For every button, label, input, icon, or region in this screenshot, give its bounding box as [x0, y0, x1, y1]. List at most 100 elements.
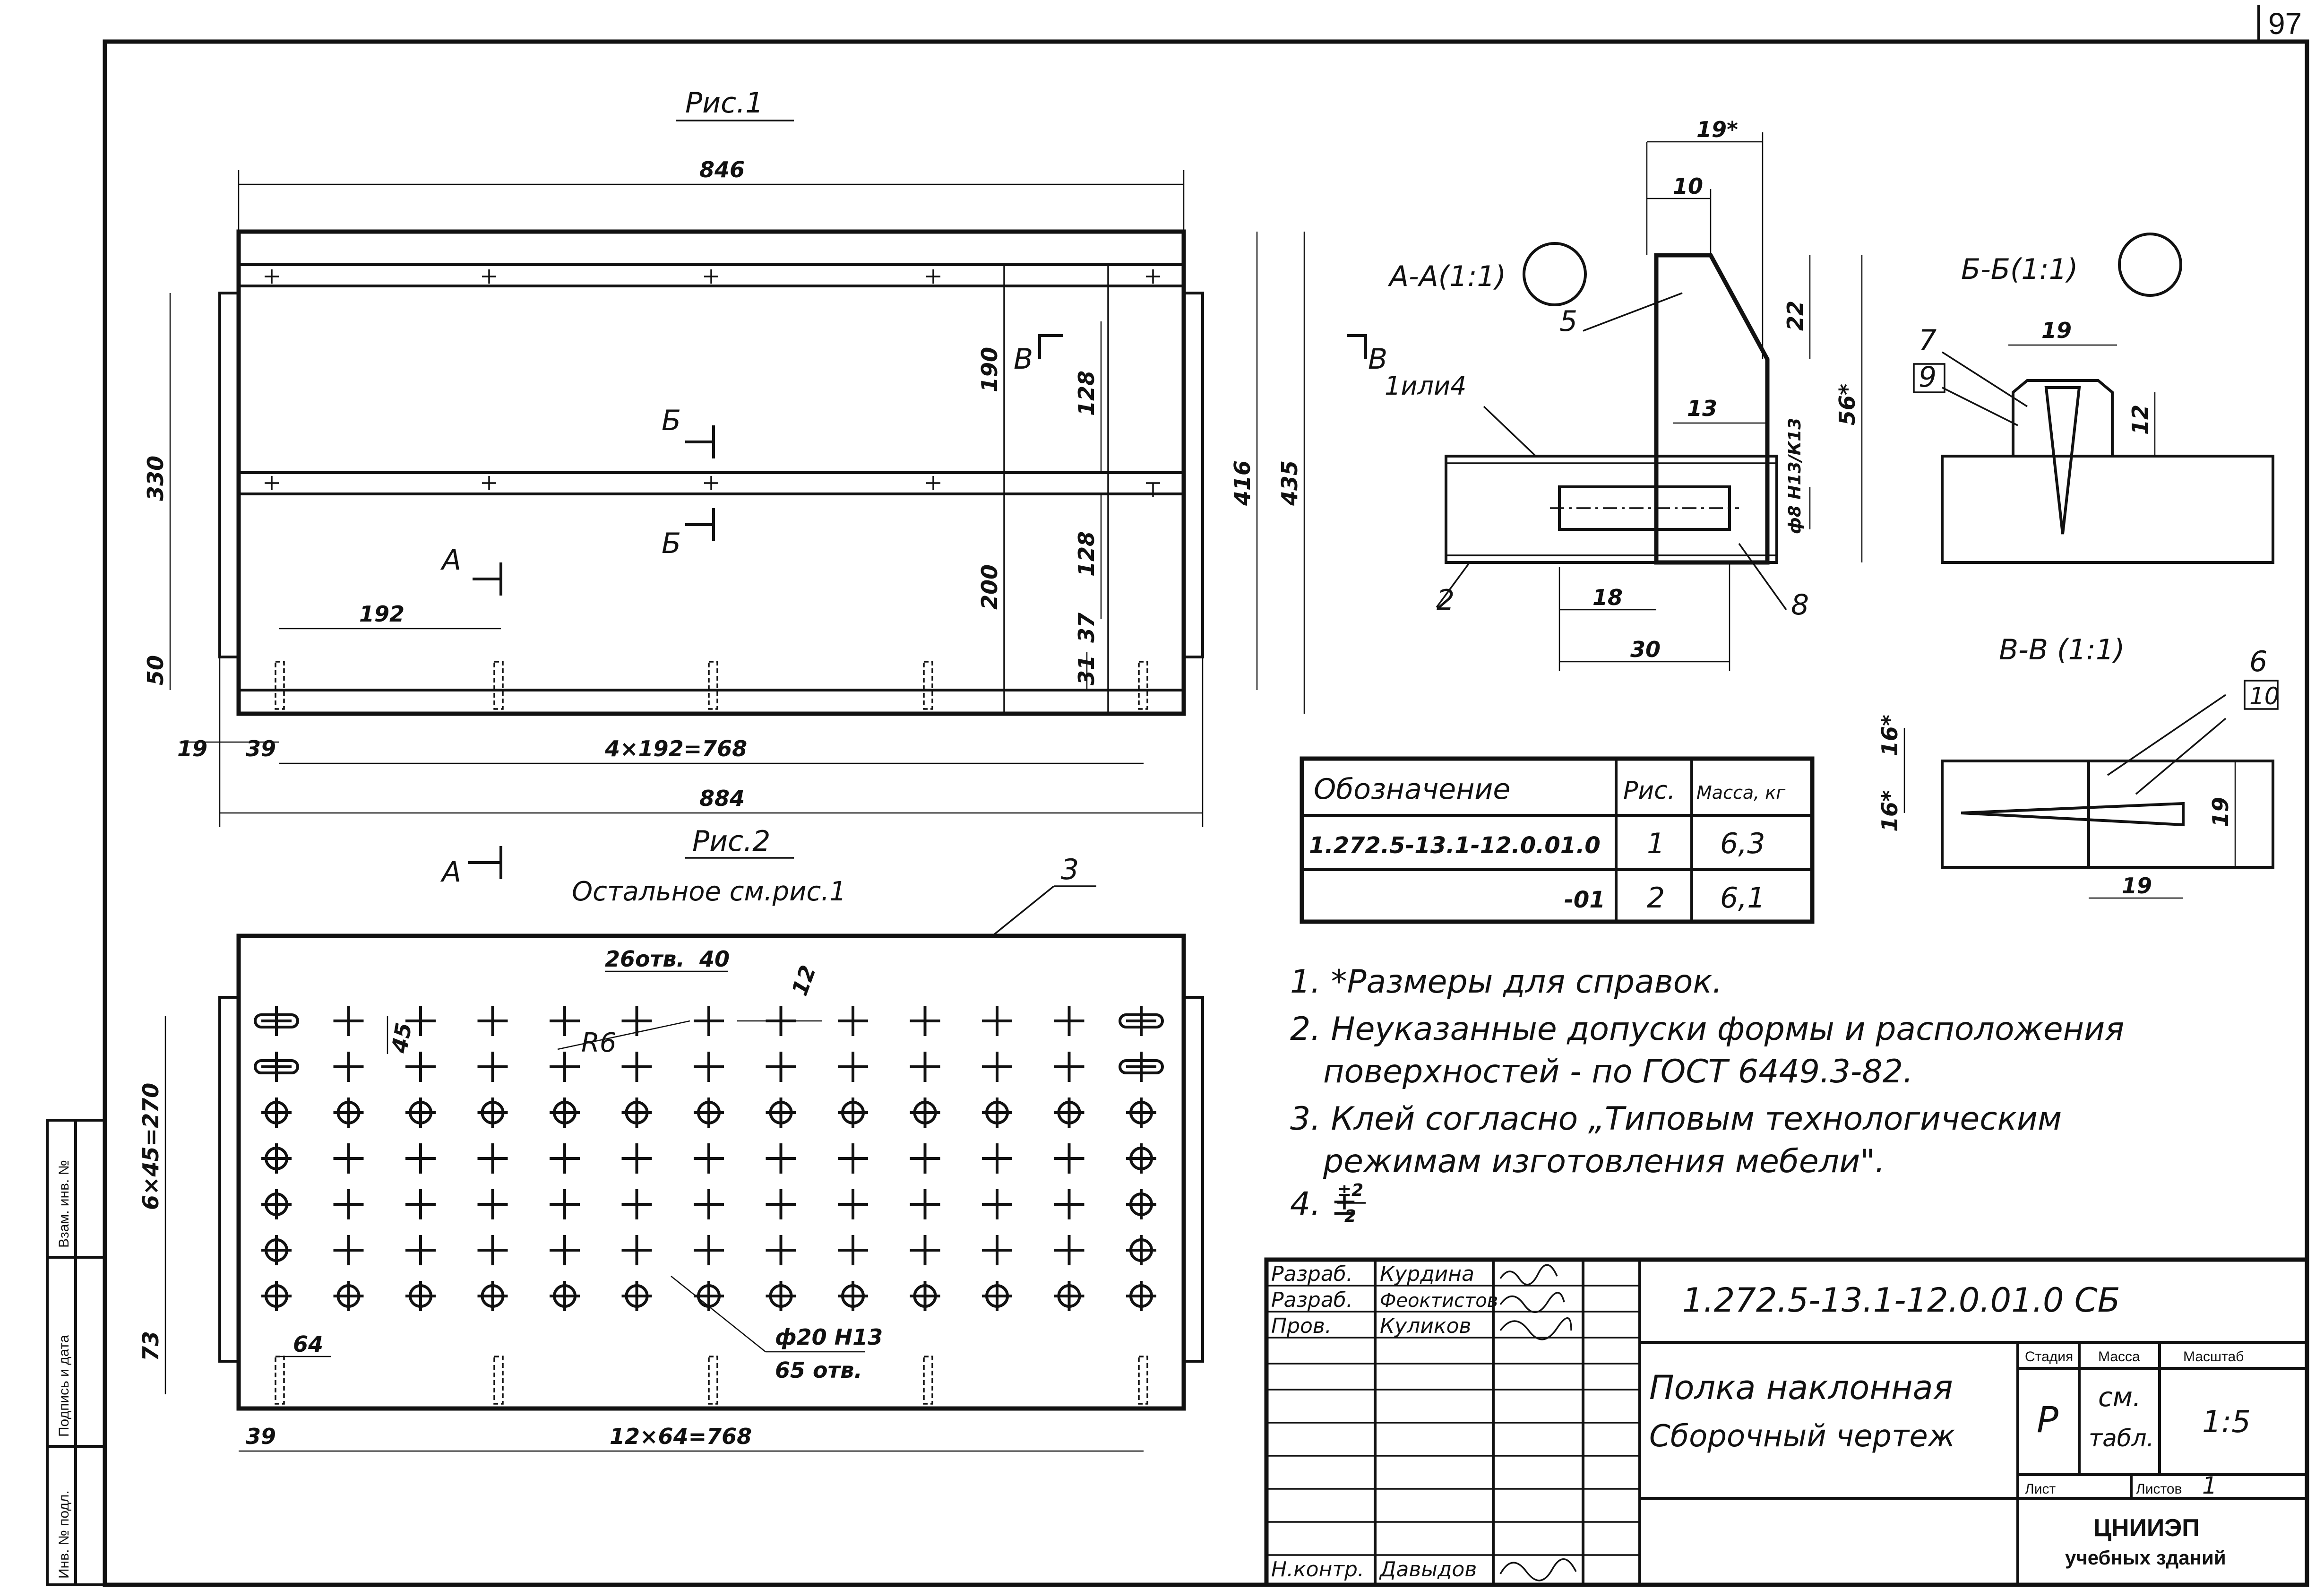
- tb-stage: Р: [2037, 1399, 2058, 1441]
- mark-cross: [477, 1189, 508, 1219]
- mark-cross: [982, 1235, 1012, 1265]
- mark-cross: [405, 1189, 436, 1219]
- side-stamp-label-1: Взам. инв. №: [56, 1160, 72, 1248]
- drilled-hole: [766, 1097, 796, 1128]
- note-2: 2. Неуказанные допуски формы и расположе…: [1290, 1011, 2124, 1048]
- section-aa-dim-10: 10: [1673, 173, 1703, 199]
- tb-scale-label: Масштаб: [2183, 1349, 2244, 1365]
- slot-hole: [1119, 1006, 1164, 1036]
- slot-hole: [1119, 1052, 1164, 1082]
- mark-cross: [333, 1052, 364, 1082]
- spec-header-fig: Рис.: [1623, 777, 1675, 805]
- tb-role-3: Пров.: [1271, 1314, 1332, 1338]
- mark-cross: [982, 1006, 1012, 1036]
- section-mark-b-top: Б: [662, 404, 681, 437]
- mark-cross: [333, 1189, 364, 1219]
- section-aa-callout-5: 5: [1559, 305, 1577, 338]
- section-mark-b-bottom: Б: [662, 527, 681, 560]
- slot-hole: [254, 1052, 299, 1082]
- drilled-hole: [405, 1281, 436, 1311]
- section-bb-dim-12: 12: [2127, 405, 2153, 435]
- mark-cross: [910, 1143, 940, 1174]
- section-mark-v-left: В: [1014, 343, 1033, 376]
- drilled-hole: [910, 1097, 940, 1128]
- spec-row2-fig: 2: [1647, 881, 1665, 915]
- mark-cross: [1054, 1143, 1085, 1174]
- section-mark-a-bottom: А: [440, 855, 461, 889]
- sheet-frame: [103, 39, 2309, 1587]
- fig1-dim-884: 884: [699, 786, 745, 811]
- fig1-dim-31: 31: [1074, 655, 1099, 685]
- fig2-dim-r6: R6: [581, 1028, 617, 1058]
- fig2-dim-73: 73: [138, 1331, 164, 1361]
- fig1-dim-200: 200: [977, 564, 1002, 610]
- section-vv-callout-10: 10: [2249, 683, 2280, 710]
- drilled-hole: [621, 1097, 652, 1128]
- mark-cross: [333, 1143, 364, 1174]
- mark-cross: [910, 1235, 940, 1265]
- mark-cross: [910, 1189, 940, 1219]
- tb-name-2: Феоктистов: [1380, 1290, 1498, 1312]
- tb-name-4: Давыдов: [1379, 1557, 1477, 1581]
- drilled-hole: [261, 1143, 292, 1174]
- tb-stage-label: Стадия: [2025, 1349, 2073, 1365]
- section-aa-dim-d8: ф8 Н13/К13: [1785, 418, 1805, 534]
- fig1-dim-768: 4×192=768: [604, 736, 747, 761]
- mark-cross: [621, 1006, 652, 1036]
- note-3b: режимам изготовления мебели".: [1323, 1143, 1885, 1180]
- signature-3: [1499, 1317, 1572, 1340]
- fig1-dim-50: 50: [143, 655, 168, 685]
- mark-cross: [550, 1143, 580, 1174]
- fig2-dim-768: 12×64=768: [610, 1424, 752, 1449]
- drilled-hole: [1054, 1281, 1085, 1311]
- section-vv-dim-19b: 19: [2122, 873, 2152, 899]
- note-3: 3. Клей согласно „Типовым технологически…: [1290, 1100, 2062, 1138]
- section-mark-v-right: В: [1368, 343, 1387, 376]
- tb-name-1: Курдина: [1380, 1262, 1474, 1286]
- mark-cross: [838, 1235, 868, 1265]
- page-number: 97: [2268, 7, 2302, 41]
- section-aa-dim-30: 30: [1630, 637, 1661, 662]
- drilled-hole: [1054, 1097, 1085, 1128]
- spec-header-designation: Обозначение: [1314, 773, 1510, 806]
- mark-cross: [333, 1006, 364, 1036]
- section-vv-dim-16b: 16*: [1877, 790, 1902, 832]
- signature-1: [1499, 1264, 1558, 1286]
- fig1-dim-190: 190: [977, 347, 1002, 392]
- mark-cross: [621, 1189, 652, 1219]
- mark-cross: [405, 1143, 436, 1174]
- slot-hole: [254, 1006, 299, 1036]
- fig2-dim-12: 12: [787, 962, 821, 999]
- mark-cross: [477, 1052, 508, 1082]
- fig2-hole-spec-2: 65 отв.: [775, 1357, 862, 1383]
- fig1-dim-416: 416: [1230, 460, 1255, 506]
- tb-role-2: Разраб.: [1271, 1288, 1353, 1312]
- figure-2: Рис.2 Остальное см.рис.1 3: [138, 825, 1204, 1452]
- fig1-dim-192: 192: [359, 601, 405, 627]
- drilled-hole: [333, 1097, 364, 1128]
- tb-name-line2: Сборочный чертеж: [1649, 1419, 1955, 1454]
- mark-cross: [405, 1006, 436, 1036]
- section-aa-dim-18: 18: [1592, 585, 1623, 610]
- tb-sheets-value: 1: [2202, 1472, 2217, 1499]
- spec-row1-mass: 6,3: [1720, 827, 1765, 860]
- mark-cross: [838, 1006, 868, 1036]
- tb-scale: 1:5: [2202, 1405, 2251, 1440]
- section-b-b: Б-Б(1:1) 19 12 7 9: [1913, 233, 2274, 564]
- tb-mass-1: см.: [2098, 1382, 2141, 1413]
- drilled-hole: [477, 1097, 508, 1128]
- spec-row1-designation: 1.272.5-13.1-12.0.01.0: [1309, 832, 1601, 859]
- section-bb-callout-9: 9: [1919, 361, 1937, 394]
- tb-sheets-label: Листов: [2136, 1481, 2182, 1497]
- mark-cross: [982, 1143, 1012, 1174]
- mark-cross: [477, 1143, 508, 1174]
- drilled-hole: [1126, 1235, 1156, 1265]
- side-stamp-label-3: Инв. № подл.: [56, 1490, 72, 1579]
- mark-cross: [477, 1006, 508, 1036]
- mark-cross: [1054, 1235, 1085, 1265]
- tb-name-line1: Полка наклонная: [1649, 1368, 1953, 1407]
- tb-mass-2: табл.: [2089, 1425, 2154, 1452]
- tb-org-1: ЦНИИЭП: [2093, 1514, 2200, 1542]
- fig1-dim-330: 330: [143, 456, 168, 501]
- fig2-hole-spec-1: ф20 Н13: [775, 1324, 883, 1350]
